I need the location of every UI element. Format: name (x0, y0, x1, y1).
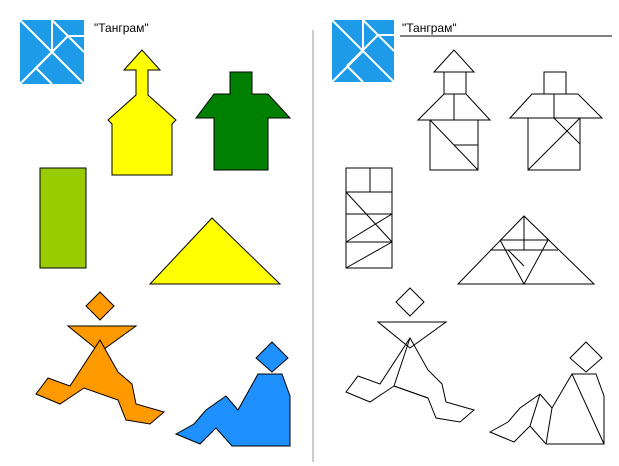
orange-running-man-figure (36, 292, 164, 424)
right-sheet: "Танграм" (332, 20, 612, 444)
green-house-figure (196, 72, 290, 170)
yellow-triangle-figure (150, 218, 280, 284)
yellow-house-figure (108, 50, 176, 175)
tangram-logo-icon (20, 20, 84, 84)
running-man-outline-figure (346, 288, 474, 422)
house-2-outline-figure (510, 72, 602, 170)
green-rectangle-figure (40, 168, 86, 268)
left-title: "Танграм" (94, 21, 149, 35)
triangle-outline-figure (458, 216, 594, 284)
right-title: "Танграм" (402, 21, 457, 35)
sitting-man-outline-figure (490, 342, 604, 444)
tangram-logo-icon (332, 20, 394, 82)
house-1-outline-figure (418, 50, 490, 170)
blue-sitting-man-figure (176, 342, 290, 446)
left-sheet: "Танграм" (20, 20, 290, 446)
rectangle-outline-figure (346, 168, 392, 268)
